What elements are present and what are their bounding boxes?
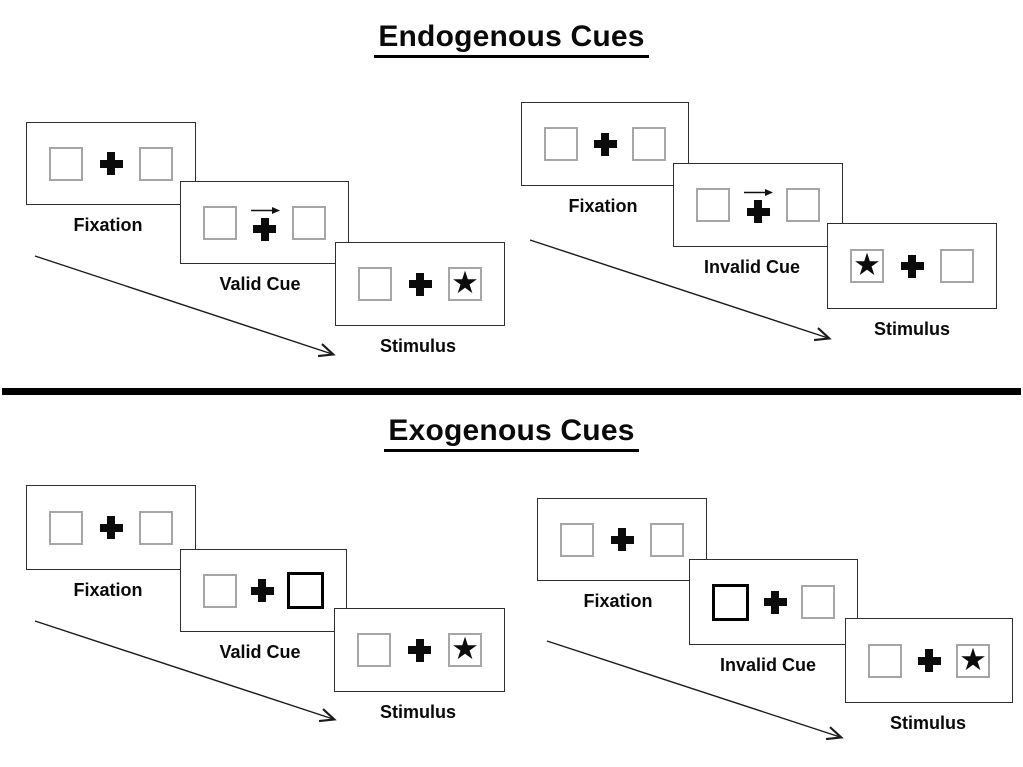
- panel-label: Fixation: [568, 196, 638, 216]
- exogenous-valid-stimulus-panel: ★: [334, 608, 505, 692]
- panel-label: Stimulus: [889, 713, 966, 733]
- exogenous-valid-cue-panel: [180, 549, 347, 632]
- panel-label: Fixation: [583, 591, 653, 611]
- fixation-cross-icon: [763, 590, 787, 614]
- right-highlighted-cue-box: [287, 572, 324, 609]
- left-highlighted-cue-box: [712, 583, 749, 621]
- fixation-cross-icon: [917, 649, 941, 672]
- endogenous-valid-cue-panel: [180, 181, 349, 264]
- exogenous-section-title: Exogenous Cues: [0, 414, 1023, 452]
- fixation-cross-icon: [746, 200, 770, 223]
- right-placeholder-box: [786, 188, 820, 222]
- right-placeholder-box: [139, 146, 173, 181]
- endogenous-valid-fixation-panel: [26, 122, 196, 205]
- left-placeholder-box: [357, 633, 391, 667]
- fixation-cross-icon: [593, 132, 617, 156]
- section-title-text: Endogenous Cues: [374, 20, 649, 58]
- panel-label: Valid Cue: [219, 642, 301, 662]
- left-placeholder-box: [358, 267, 392, 301]
- exogenous-invalid-fixation-panel: [537, 498, 707, 581]
- left-placeholder-box: [560, 522, 594, 557]
- right-target-box: ★: [448, 633, 482, 667]
- exogenous-invalid-cue-panel: [689, 559, 858, 645]
- cue-arrow-icon: [744, 189, 773, 196]
- right-placeholder-box: [292, 205, 326, 240]
- fixation-cross-icon: [250, 579, 274, 602]
- panel-label: Invalid Cue: [703, 257, 801, 277]
- star-target-icon: ★: [451, 631, 479, 667]
- right-placeholder-box: [650, 522, 684, 557]
- section-title-text: Exogenous Cues: [384, 414, 639, 452]
- panel-label: Fixation: [73, 580, 143, 600]
- fixation-cross-icon: [408, 272, 432, 296]
- endogenous-invalid-cue-panel: [673, 163, 843, 247]
- right-placeholder-box: [139, 510, 173, 545]
- fixation-cross-icon: [99, 516, 123, 539]
- sequence-arrow: [34, 255, 336, 358]
- fixation-cross-icon: [253, 217, 276, 241]
- right-target-box: ★: [448, 267, 482, 301]
- left-placeholder-box: [203, 205, 237, 240]
- exogenous-valid-fixation-panel: [26, 485, 196, 570]
- left-target-box: ★: [850, 249, 884, 283]
- sequence-arrow: [529, 239, 832, 342]
- sequence-arrow: [34, 620, 337, 723]
- left-placeholder-box: [203, 573, 237, 608]
- star-target-icon: ★: [959, 641, 987, 678]
- fixation-cross-icon: [99, 152, 123, 175]
- right-placeholder-box: [940, 249, 974, 283]
- star-target-icon: ★: [451, 265, 479, 301]
- left-placeholder-box: [868, 643, 902, 678]
- panel-label: Stimulus: [379, 336, 456, 356]
- exogenous-invalid-stimulus-panel: ★: [845, 618, 1013, 703]
- panel-label: Stimulus: [873, 319, 950, 339]
- fixation-cross-icon: [900, 254, 924, 278]
- right-target-box: ★: [956, 641, 990, 678]
- endogenous-invalid-fixation-panel: [521, 102, 689, 186]
- left-placeholder-box: [49, 510, 83, 545]
- star-target-icon: ★: [853, 247, 881, 283]
- endogenous-section-title: Endogenous Cues: [0, 20, 1023, 58]
- left-placeholder-box: [696, 188, 730, 222]
- endogenous-valid-stimulus-panel: ★: [335, 242, 505, 326]
- cue-arrow-icon: [250, 206, 280, 214]
- right-placeholder-box: [632, 127, 666, 161]
- fixation-cross-icon: [610, 528, 634, 551]
- endogenous-invalid-stimulus-panel: ★: [827, 223, 997, 309]
- panel-label: Fixation: [73, 215, 143, 235]
- left-placeholder-box: [49, 146, 83, 181]
- section-divider: [2, 388, 1021, 395]
- panel-label: Valid Cue: [219, 274, 301, 294]
- panel-label: Invalid Cue: [719, 655, 817, 675]
- fixation-cross-icon: [408, 638, 431, 662]
- left-placeholder-box: [544, 127, 578, 161]
- panel-label: Stimulus: [379, 702, 456, 722]
- right-placeholder-box: [801, 585, 835, 619]
- sequence-arrow: [546, 640, 844, 741]
